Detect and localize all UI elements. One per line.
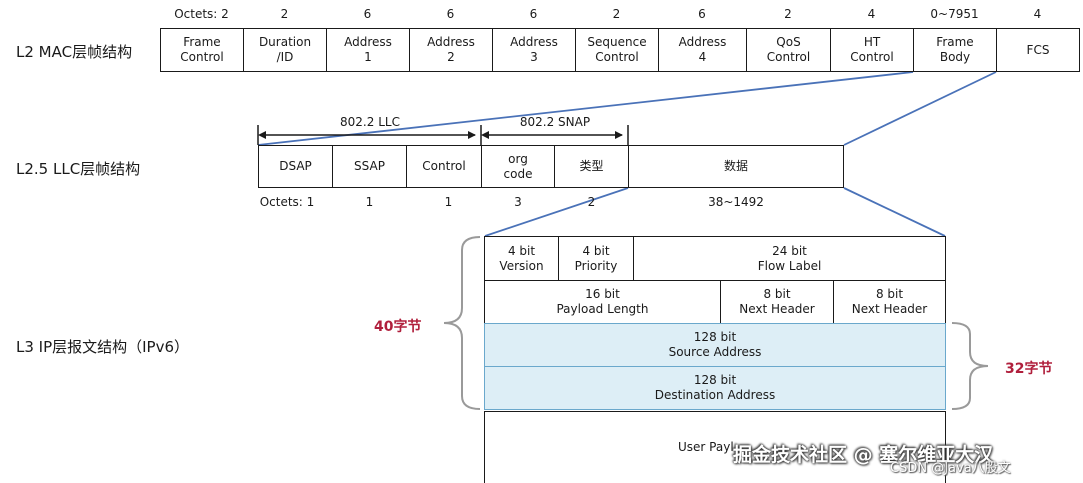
address-size-brace bbox=[951, 322, 989, 410]
mac-octet: 6 bbox=[363, 7, 372, 21]
llc-octet: 38~1492 bbox=[708, 195, 764, 209]
mac-field-address-2: Address 2 bbox=[409, 28, 493, 72]
llc-to-ip-left-line bbox=[484, 187, 629, 237]
mac-octet: 6 bbox=[529, 7, 538, 21]
ipv6-field-payload-length: 16 bit Payload Length bbox=[484, 280, 721, 324]
ipv6-field-version: 4 bit Version bbox=[484, 236, 559, 281]
ipv6-field-next-header: 8 bit Next Header bbox=[833, 280, 946, 324]
mac-field-frame-control: Frame Control bbox=[160, 28, 244, 72]
mac-field-address-1: Address 1 bbox=[326, 28, 410, 72]
mac-octet: 4 bbox=[867, 7, 876, 21]
mac-octet: 2 bbox=[280, 7, 289, 21]
mac-octet: 2 bbox=[612, 7, 621, 21]
mac-field-fcs: FCS bbox=[996, 28, 1080, 72]
mac-octet: 4 bbox=[1033, 7, 1042, 21]
mac-octet: 6 bbox=[698, 7, 706, 21]
llc-octet: Octets: 1 bbox=[259, 195, 315, 209]
mac-field-address-3: Address 3 bbox=[492, 28, 576, 72]
header-size-brace bbox=[443, 236, 481, 410]
ipv6-row-label: L3 IP层报文结构（IPv6） bbox=[16, 338, 190, 356]
mac-octet: 6 bbox=[446, 7, 455, 21]
llc-octet: 1 bbox=[444, 195, 453, 209]
llc-field-org-code: org code bbox=[481, 145, 555, 188]
ipv6-field-flow-label: 24 bit Flow Label bbox=[633, 236, 946, 281]
llc-to-ip-right-line bbox=[843, 187, 946, 237]
llc-octet: 3 bbox=[514, 195, 522, 209]
llc-group-label: 802.2 LLC bbox=[340, 115, 400, 129]
llc-octet: 2 bbox=[587, 195, 596, 209]
header-size-label: 40字节 bbox=[374, 319, 422, 335]
ipv6-field-destination-address: 128 bit Destination Address bbox=[484, 366, 946, 410]
mac-field-sequence-control: Sequence Control bbox=[575, 28, 659, 72]
mac-field-duration-id: Duration /ID bbox=[243, 28, 327, 72]
llc-row-label: L2.5 LLC层帧结构 bbox=[16, 160, 141, 178]
mac-octet: Octets: 2 bbox=[174, 7, 229, 21]
ipv6-field-source-address: 128 bit Source Address bbox=[484, 323, 946, 367]
address-size-label: 32字节 bbox=[1005, 361, 1053, 377]
mac-to-llc-left-line bbox=[257, 71, 914, 146]
mac-octet: 2 bbox=[784, 7, 792, 21]
mac-field-frame-body: Frame Body bbox=[913, 28, 997, 72]
mac-field-address-4: Address 4 bbox=[658, 28, 747, 72]
mac-field-qos-control: QoS Control bbox=[746, 28, 831, 72]
llc-field-type: 类型 bbox=[554, 145, 629, 188]
watermark-sub-text: CSDN @Java八股文 bbox=[890, 461, 1011, 476]
mac-row-label: L2 MAC层帧结构 bbox=[16, 43, 133, 61]
llc-field-control: Control bbox=[406, 145, 482, 188]
llc-octet: 1 bbox=[365, 195, 374, 209]
llc-field-data: 数据 bbox=[628, 145, 844, 188]
ipv6-field-priority: 4 bit Priority bbox=[558, 236, 634, 281]
mac-field-ht-control: HT Control bbox=[830, 28, 914, 72]
ipv6-field-next-header: 8 bit Next Header bbox=[720, 280, 834, 324]
snap-group-label: 802.2 SNAP bbox=[519, 115, 591, 129]
ipv6-user-payload: User Payl bbox=[484, 411, 946, 483]
watermark-text: 掘金技术社区 @ 塞尔维亚大汉 bbox=[733, 444, 994, 466]
llc-field-ssap: SSAP bbox=[332, 145, 407, 188]
mac-to-llc-right-line bbox=[843, 71, 997, 146]
llc-field-dsap: DSAP bbox=[258, 145, 333, 188]
mac-octet: 0~7951 bbox=[930, 7, 979, 21]
